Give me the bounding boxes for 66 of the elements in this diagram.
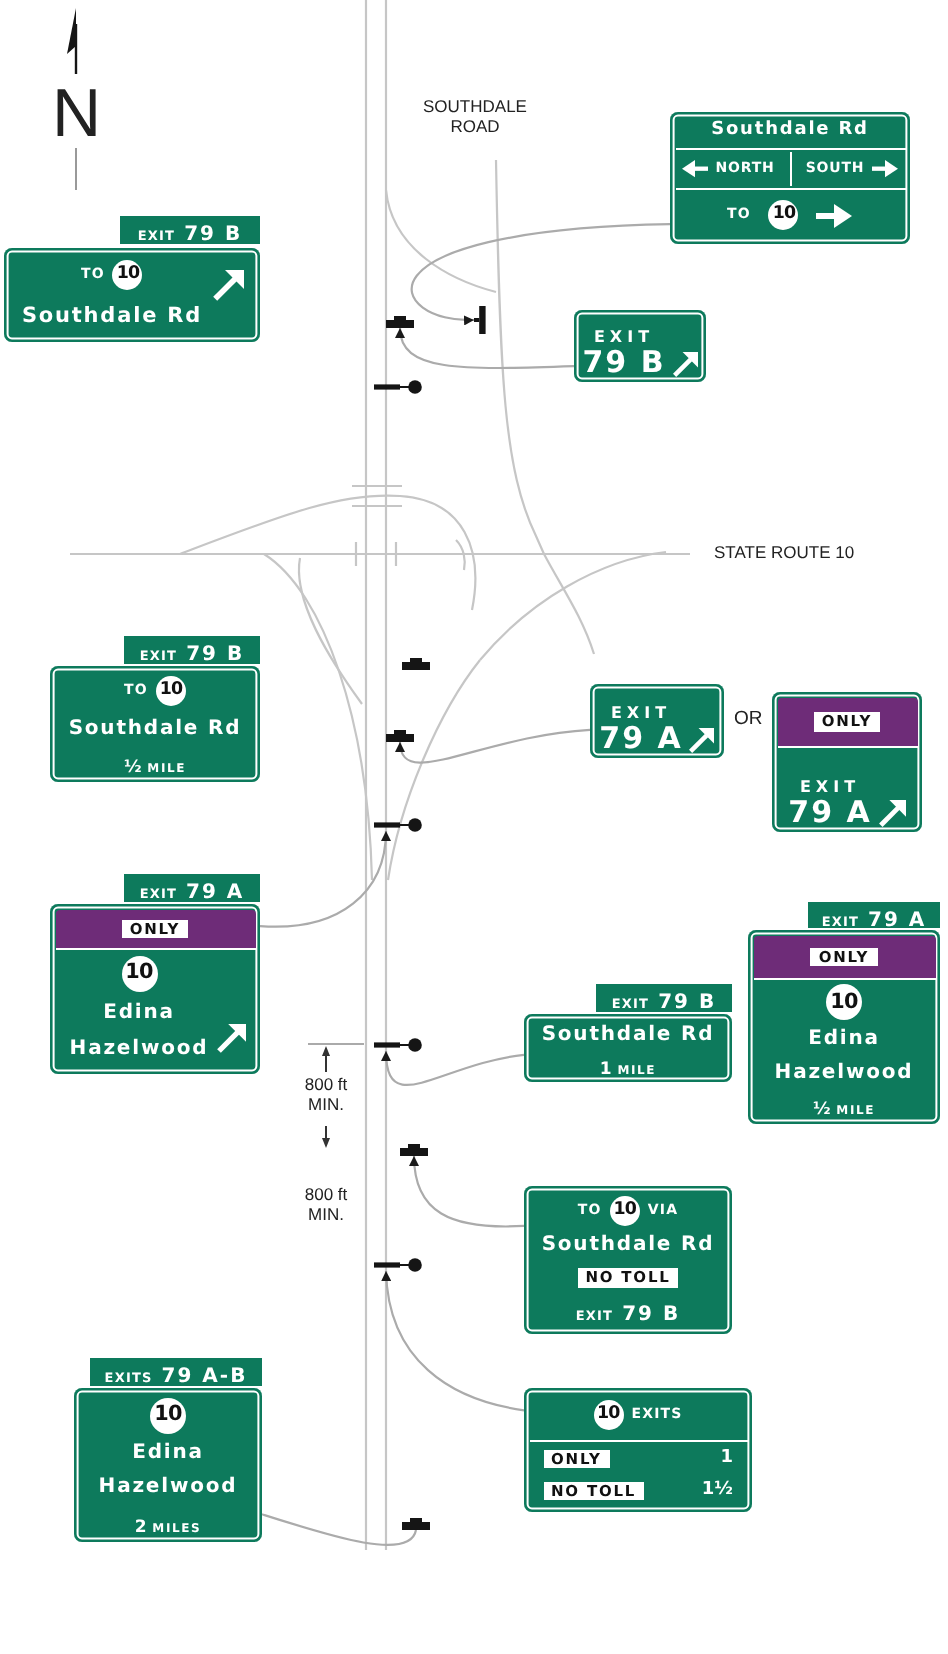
guide-sign (524, 1014, 732, 1082)
exit-tab (90, 1358, 262, 1386)
dimension-text: 800 ft MIN. (302, 1186, 350, 1226)
leader-line (259, 830, 391, 928)
route-shield: 10 (593, 1400, 624, 1430)
conjunction-text: OR (734, 710, 763, 732)
leader-line (381, 1270, 525, 1412)
guide-sign (524, 1186, 732, 1334)
leader-line (410, 223, 671, 325)
leader-line (381, 1050, 525, 1086)
route-shield: 10 (609, 1195, 640, 1226)
overhead-sign-symbol (400, 1144, 428, 1156)
destination-text: Edina (103, 1003, 175, 1025)
exit-number-text: EXIT 79 A (788, 779, 872, 827)
destination-text: Edina (132, 1443, 204, 1465)
route-shield: 10 (826, 984, 862, 1021)
destination-text: Hazelwood (69, 1039, 209, 1061)
north-letter: N (52, 76, 102, 155)
exit-tab (808, 902, 940, 928)
destination-text: Southdale Rd (541, 1236, 715, 1258)
cantilever-sign-symbol (374, 817, 422, 831)
exit-number-text: EXIT 79 A (599, 705, 683, 753)
overhead-sign-symbol (386, 730, 414, 742)
destination-text: Edina (808, 1029, 880, 1051)
route-shield: 10 (150, 1397, 186, 1434)
exit-tab (124, 636, 260, 664)
roadside-sign-symbol (474, 306, 486, 334)
destination-text: Southdale Rd (711, 121, 869, 141)
road-name: SOUTHDALE ROAD (422, 98, 528, 138)
exit-number-text: EXIT 79 B (582, 329, 666, 377)
cantilever-sign-symbol (374, 379, 422, 393)
exit-tab (120, 216, 260, 244)
guide-sign (4, 248, 260, 342)
guide-sign (590, 684, 724, 758)
destination-text: Southdale Rd (68, 719, 242, 741)
route-shield: 10 (768, 200, 799, 231)
guide-sign (574, 310, 706, 382)
destination-text: Southdale Rd (21, 305, 203, 328)
guide-sign (74, 1388, 262, 1542)
cantilever-sign-symbol (374, 1257, 422, 1271)
guide-sign (772, 692, 922, 832)
destination-text: Hazelwood (98, 1477, 238, 1499)
exit-tab (124, 874, 260, 902)
destination-text: Hazelwood (774, 1063, 914, 1084)
guide-sign (50, 666, 260, 782)
destination-text: Southdale Rd (541, 1025, 715, 1047)
road-name: STATE ROUTE 10 (714, 544, 855, 564)
dimension-text: 800 ft MIN. (302, 1076, 350, 1116)
leader-line (409, 1155, 525, 1228)
guide-sign (524, 1388, 752, 1512)
route-shield: 10 (112, 259, 143, 290)
route-shield: 10 (155, 676, 186, 707)
overhead-sign-symbol (386, 316, 414, 328)
exit-tab (596, 984, 732, 1012)
overhead-sign-symbol (402, 658, 430, 670)
guide-sign (50, 904, 260, 1074)
guide-sign (748, 930, 940, 1124)
leader-line (396, 327, 575, 370)
overhead-sign-symbol (402, 1518, 430, 1530)
leader-line (261, 1513, 417, 1546)
distance-text: 1½ (701, 1482, 733, 1500)
route-shield: 10 (121, 955, 157, 992)
cantilever-sign-symbol (374, 1037, 422, 1051)
guide-sign (670, 112, 910, 244)
leader-line (396, 728, 591, 764)
distance-text: 1 (720, 1450, 733, 1468)
